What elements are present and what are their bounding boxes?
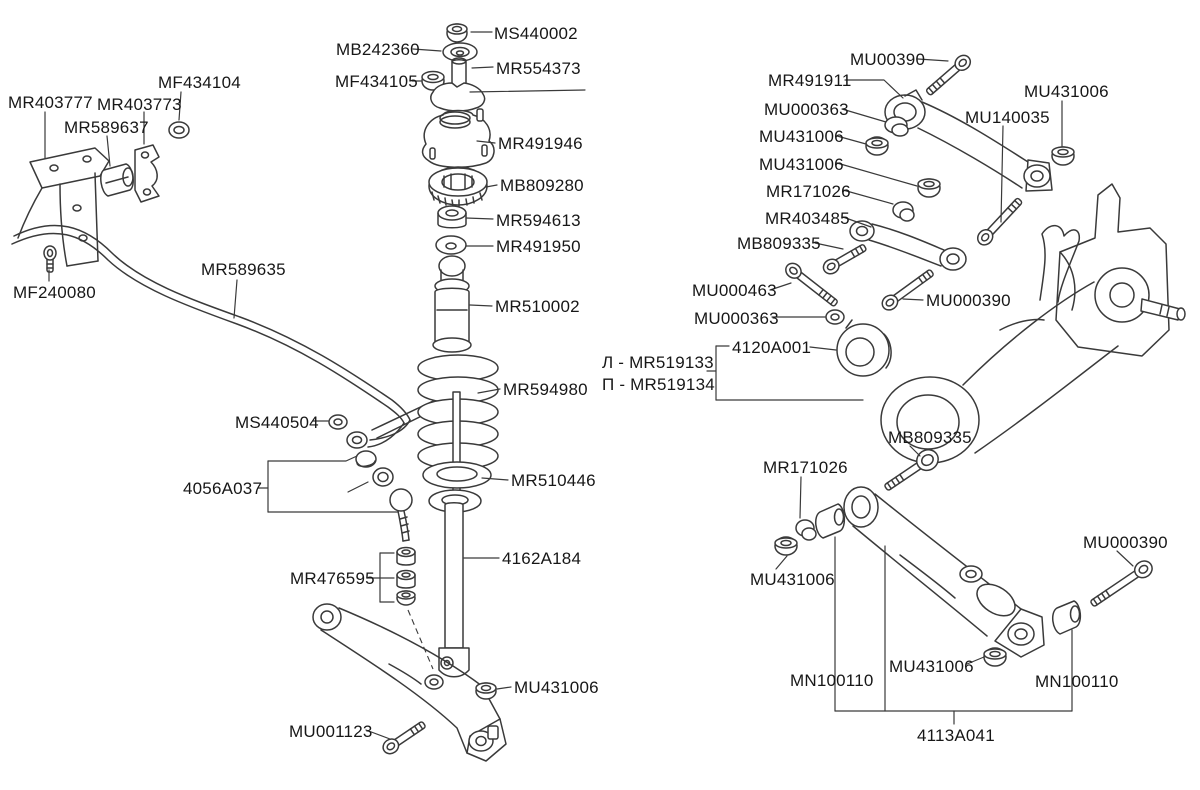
bolt-mu000463-drawing (785, 262, 838, 307)
part-label-mu140035: MU140035 (965, 108, 1050, 127)
part-label-mr476595: MR476595 (290, 569, 375, 588)
stabilizer-bar-drawing (11, 224, 453, 449)
part-label-mu000463: MU000463 (692, 281, 777, 300)
part-label-mb809280: MB809280 (500, 176, 584, 195)
part-label-mr403777: MR403777 (8, 93, 93, 112)
part-label-mu000363-1: MU000363 (764, 100, 849, 119)
bolt-mu000390-bottom-drawing (1090, 560, 1153, 607)
stabilizer-bracket-drawing (17, 147, 110, 267)
part-label-mb809335-2: MB809335 (888, 428, 972, 447)
part-label-mr594613: MR594613 (496, 211, 581, 230)
part-label-mr171026-2: MR171026 (763, 458, 848, 477)
part-label-4162a184: 4162A184 (502, 549, 582, 568)
arm-bushing-4120a001-drawing (836, 319, 892, 377)
upper-bolt-mu00390-drawing (925, 54, 972, 96)
part-label-mr491946: MR491946 (498, 134, 583, 153)
lower-arm-hardware-drawing (774, 503, 1082, 667)
bolt-mu000390-mid-drawing (881, 269, 934, 311)
part-label-mr594980: MR594980 (503, 380, 588, 399)
part-label-mr589637: MR589637 (64, 118, 149, 137)
stabilizer-link-drawing (328, 414, 413, 542)
stabilizer-bushing-drawing (100, 163, 134, 197)
part-label-mu001123: MU001123 (289, 722, 373, 741)
part-label-mu00390: MU00390 (850, 50, 926, 69)
part-label-4113a041: 4113A041 (917, 726, 995, 745)
upper-arm-hardware-drawing (825, 116, 1075, 325)
upper-arm-drawing (884, 89, 1053, 192)
part-label-mr554373: MR554373 (496, 59, 581, 78)
part-label-mr403485: MR403485 (765, 209, 850, 228)
part-label-4056a037: 4056A037 (183, 479, 263, 498)
stabilizer-nut-drawing (168, 121, 190, 139)
shock-mount-bushings-drawing (396, 546, 416, 606)
part-label-mn100110-1: MN100110 (790, 671, 874, 690)
part-label-mr491911: MR491911 (768, 71, 852, 90)
part-label-mr589635: MR589635 (201, 260, 286, 279)
bolt-mb809335-bottom-drawing (884, 448, 939, 491)
part-label-ms440504: MS440504 (235, 413, 319, 432)
part-label-mu000363-2: MU000363 (694, 309, 779, 328)
part-label-mn100110-2: MN100110 (1035, 672, 1119, 691)
arm-nut-drawing (475, 682, 497, 700)
part-label-mu431006-2: MU431006 (1024, 82, 1109, 101)
spring-seat-lower-drawing (422, 461, 492, 513)
part-label-mr510002: MR510002 (495, 297, 580, 316)
part-label-mf434105: MF434105 (335, 72, 418, 91)
part-label-mr519133-left: Л - MR519133 (602, 353, 714, 372)
assist-arm-drawing (849, 220, 967, 271)
part-label-mr491950: MR491950 (496, 237, 581, 256)
strut-top-hardware-drawing (421, 23, 486, 112)
part-label-mu431006-4: MU431006 (759, 155, 844, 174)
part-label-mu000390-1: MU000390 (926, 291, 1011, 310)
coil-spring-drawing (417, 354, 499, 501)
grouping-brackets (257, 345, 1073, 725)
part-label-mu431006-6: MU431006 (889, 657, 974, 676)
bolt-mu140035-drawing (976, 197, 1023, 246)
part-label-mr519134-right: П - MR519134 (602, 375, 715, 394)
part-label-mu431006-3: MU431006 (759, 127, 844, 146)
part-label-mu000390-2: MU000390 (1083, 533, 1168, 552)
part-label-mr171026-1: MR171026 (766, 182, 851, 201)
spring-seat-upper-drawing (435, 205, 467, 255)
part-label-mu431006-5: MU431006 (750, 570, 835, 589)
part-label-mf434104: MF434104 (158, 73, 241, 92)
part-label-mb242360: MB242360 (336, 40, 420, 59)
leader-lines (44, 31, 1134, 740)
part-label-mr403773: MR403773 (97, 95, 182, 114)
bolt-mb809335-top-drawing (822, 244, 867, 275)
stabilizer-clamp-drawing (134, 144, 160, 203)
part-label-4120a001: 4120A001 (732, 338, 812, 357)
part-label-mu431006-1: MU431006 (514, 678, 599, 697)
lower-arm-drawing (843, 486, 1045, 658)
trailing-arm-left-drawing (312, 603, 507, 762)
bearing-drawing (428, 166, 488, 207)
knuckle-hub-drawing (1055, 183, 1186, 357)
stabilizer-bolt-drawing (43, 245, 57, 273)
part-label-ms440002: MS440002 (494, 24, 578, 43)
arm-bolt-drawing (382, 721, 426, 755)
bump-stopper-drawing (432, 255, 472, 353)
strut-mount-drawing (421, 108, 495, 168)
trailing-arm-right-drawing (880, 224, 1119, 464)
part-label-mb809335-1: MB809335 (737, 234, 821, 253)
part-label-mr510446: MR510446 (511, 471, 596, 490)
part-label-mf240080: MF240080 (13, 283, 96, 302)
shock-absorber-drawing (438, 502, 470, 678)
